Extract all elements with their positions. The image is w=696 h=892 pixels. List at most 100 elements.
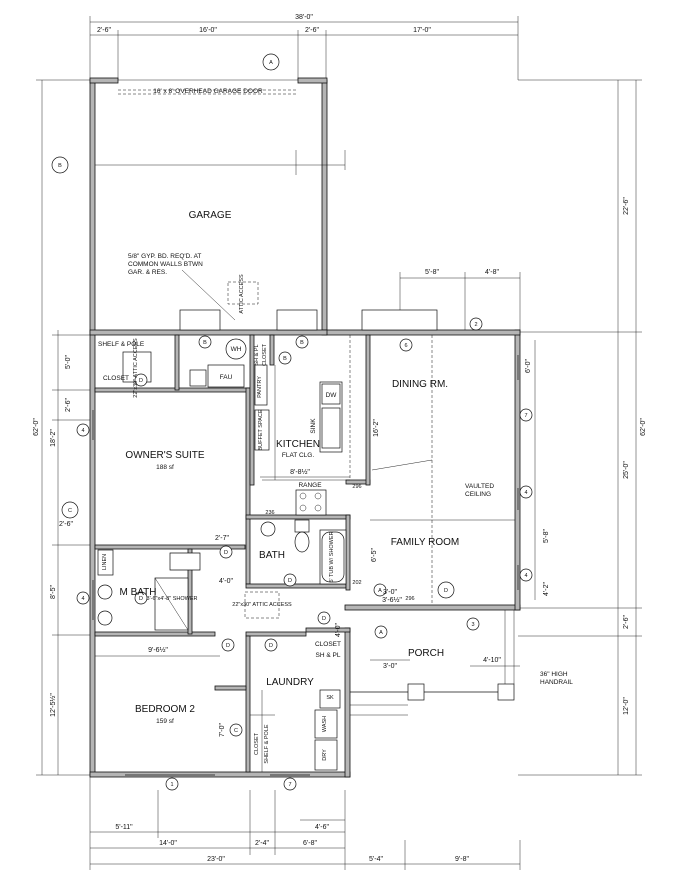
sink-label: SINK	[310, 418, 317, 434]
svg-text:B: B	[58, 163, 62, 169]
dim-right-1: 22'-6"	[623, 197, 630, 215]
dining-label: DINING RM.	[392, 379, 448, 390]
shower-label: 3'-6"x4'-8" SHOWER	[147, 596, 198, 602]
gyp-note-line1: 5/8" GYP. BD. REQ'D. AT	[128, 253, 201, 260]
door-tag-a1: A	[373, 583, 387, 597]
svg-text:B: B	[203, 340, 207, 346]
kitchen-closet-label: CLOSET	[262, 343, 268, 366]
dim-top-overall: 38'-0"	[295, 14, 313, 21]
svg-text:C: C	[234, 728, 238, 734]
svg-text:4: 4	[524, 490, 527, 496]
svg-text:A: A	[269, 60, 273, 66]
owners-suite-label: OWNER'S SUITE	[125, 450, 204, 461]
dim-dining-w2: 4'-8"	[485, 269, 499, 276]
hall-attic-access: 22"x30" ATTIC ACCESS	[232, 602, 292, 608]
dim-dining-w1: 5'-8"	[425, 269, 439, 276]
closet-bed2-label: CLOSET	[254, 732, 260, 755]
window-tag-4d: 4	[519, 568, 533, 582]
shelf-pole-bed2: SHELF & POLE	[264, 724, 270, 763]
svg-text:3: 3	[471, 622, 474, 628]
garage-door-label: 16' x 8' OVERHEAD GARAGE DOOR	[153, 88, 263, 95]
dim-family-h: 6'-5"	[371, 548, 378, 562]
dim-bottom-6: 23'-0"	[207, 856, 225, 863]
svg-text:D: D	[224, 550, 228, 556]
interior-walls	[94, 334, 371, 773]
porch-label: PORCH	[408, 648, 444, 659]
fau-label: FAU	[220, 374, 233, 381]
svg-text:1: 1	[170, 782, 173, 788]
dim-left-6: 12'-5½"	[49, 693, 57, 717]
svg-text:A: A	[378, 588, 382, 594]
window-tag-4b: 4	[76, 591, 90, 605]
window-tag-7a: 7	[519, 408, 533, 422]
door-tag-d1: D	[134, 373, 148, 387]
garage-label: GARAGE	[189, 210, 232, 221]
exterior-walls	[89, 77, 521, 778]
dim-left-3: 18'-2"	[50, 429, 57, 447]
closet-laundry-label: CLOSET	[315, 641, 341, 648]
section-marker-b: B	[51, 156, 69, 174]
dim-top-4: 17'-0"	[413, 27, 431, 34]
dim-laundry-h: 4'-0"	[335, 623, 342, 637]
dim-porch-2: 3'-6½"	[382, 596, 402, 604]
svg-text:C: C	[68, 508, 72, 514]
laundry-label: LAUNDRY	[266, 677, 314, 688]
linen-label: LINEN	[102, 554, 108, 570]
svg-text:D: D	[288, 578, 292, 584]
dim-porch-3: 3'-0"	[383, 663, 397, 670]
dim-bottom-8: 9'-8"	[455, 856, 469, 863]
svg-text:D: D	[444, 588, 448, 594]
small-dim-296b: 296	[405, 596, 414, 602]
dim-kitchen-w: 8'-8½"	[290, 468, 310, 476]
dim-kitchen-h: 16'-2"	[373, 419, 380, 437]
kitchen-ceiling-label: FLAT CLG.	[282, 452, 314, 459]
dim-bottom-3: 14'-0"	[159, 840, 177, 847]
svg-text:4: 4	[524, 573, 527, 579]
window-tag-1: 1	[165, 777, 179, 791]
svg-text:4: 4	[81, 596, 84, 602]
section-marker-a: A	[262, 53, 280, 71]
dim-bottom-1: 5'-11"	[115, 824, 133, 831]
svg-text:D: D	[226, 643, 230, 649]
handrail-label-2: HANDRAIL	[540, 679, 573, 686]
dry-label: DRY	[322, 749, 328, 761]
door-tag-d5: D	[264, 638, 278, 652]
dim-porch-1: 3'-0"	[383, 589, 397, 596]
window-tag-7b: 7	[283, 777, 297, 791]
window-tag-6: 6	[399, 338, 413, 352]
svg-text:B: B	[300, 340, 304, 346]
wh-label: WH	[231, 346, 242, 353]
dim-right-3: 2'-6"	[623, 615, 630, 629]
ceiling-label: CEILING	[465, 491, 491, 498]
door-tag-d6: D	[283, 573, 297, 587]
door-tag-a2: A	[374, 625, 388, 639]
master-attic-access: 22"x30" ATTIC ACCESS	[133, 338, 139, 398]
svg-text:7: 7	[524, 413, 527, 419]
dim-right-inner-1: 6'-0"	[525, 359, 532, 373]
dim-right-overall: 62'-0"	[640, 418, 647, 436]
door-tag-d4: D	[221, 638, 235, 652]
dim-mbath-w: 4'-0"	[219, 578, 233, 585]
section-marker-d: D	[437, 581, 455, 599]
svg-text:2: 2	[474, 322, 477, 328]
window-tag-4c: 4	[519, 485, 533, 499]
bedroom2-area: 159 sf	[156, 718, 174, 725]
shelf-pole-master: SHELF & POLE	[98, 341, 145, 348]
svg-text:D: D	[139, 596, 143, 602]
door-tag-b1: B	[198, 335, 212, 349]
buffet-space-label: BUFFET SPACE	[258, 409, 264, 450]
svg-text:6: 6	[404, 343, 407, 349]
svg-text:7: 7	[288, 782, 291, 788]
dim-top-2: 16'-0"	[199, 27, 217, 34]
dim-left-1: 5'-0"	[65, 355, 72, 369]
dimension-lines	[36, 16, 642, 870]
dim-left-5: 8'-5"	[50, 585, 57, 599]
vaulted-label: VAULTED	[465, 483, 494, 490]
dim-bottom-5: 6'-8"	[303, 840, 317, 847]
pantry-label: PANTRY	[257, 376, 263, 398]
svg-text:B: B	[283, 356, 287, 362]
door-tag-c: C	[229, 723, 243, 737]
dim-bed2-w: 9'-6½"	[148, 646, 168, 654]
closet-master: CLOSET	[103, 375, 129, 382]
